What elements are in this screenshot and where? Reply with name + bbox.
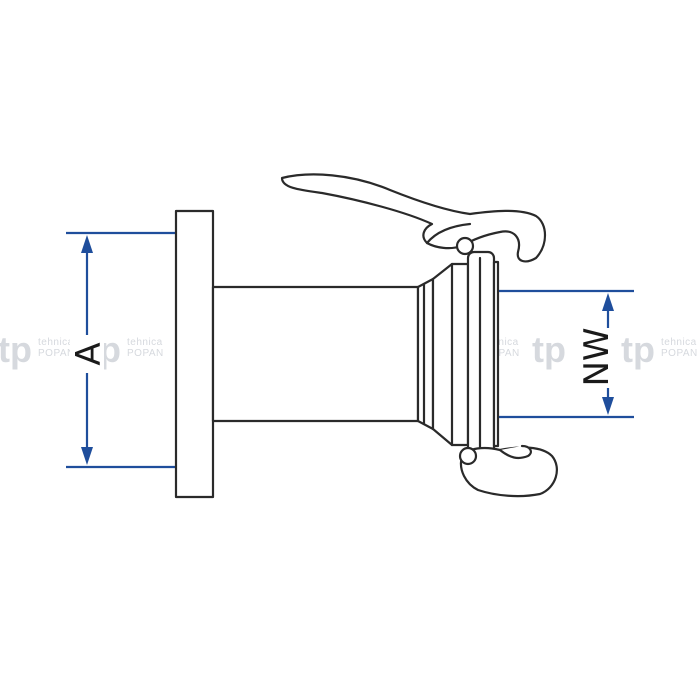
collar (416, 277, 435, 431)
dimension-a-label-bg (70, 335, 104, 373)
dimension-a: A (66, 231, 176, 469)
dimension-nw-arrow-bottom (602, 397, 614, 415)
dimension-nw-label-bg (572, 328, 620, 388)
bottom-pin (458, 446, 478, 466)
watermark-tile: tp tehnica POPAN (621, 329, 698, 370)
dimension-nw-label: NW (577, 327, 617, 386)
svg-text:tp: tp (621, 329, 655, 370)
dimension-nw: NW (498, 289, 634, 419)
svg-text:tehnica: tehnica (661, 337, 697, 348)
pipe (211, 285, 420, 423)
svg-text:POPAN: POPAN (127, 348, 164, 359)
dimension-a-arrow-bottom (81, 447, 93, 465)
watermark-tile: tp tehnica POPAN (0, 329, 75, 370)
bottom-cam-detail (498, 444, 532, 460)
svg-text:POPAN: POPAN (38, 348, 75, 359)
dimension-a-arrow-top (81, 235, 93, 253)
svg-text:tehnica: tehnica (483, 337, 519, 348)
dimension-nw-arrow-top (602, 293, 614, 311)
svg-text:POPAN: POPAN (661, 348, 698, 359)
svg-text:tehnica: tehnica (127, 337, 163, 348)
coupling-ring-lip (492, 260, 500, 448)
bottom-cam (459, 446, 558, 498)
svg-text:tp: tp (0, 329, 32, 370)
coupling-body (174, 173, 558, 499)
flange (174, 209, 215, 499)
lever-arm (280, 173, 547, 263)
dimension-a-label: A (69, 342, 109, 365)
svg-text:tp: tp (532, 329, 566, 370)
svg-text:POPAN: POPAN (483, 348, 520, 359)
top-pin (455, 236, 475, 256)
lever-arm-detail (425, 222, 472, 245)
coupling-head (431, 262, 470, 447)
svg-text:tehnica: tehnica (38, 337, 74, 348)
